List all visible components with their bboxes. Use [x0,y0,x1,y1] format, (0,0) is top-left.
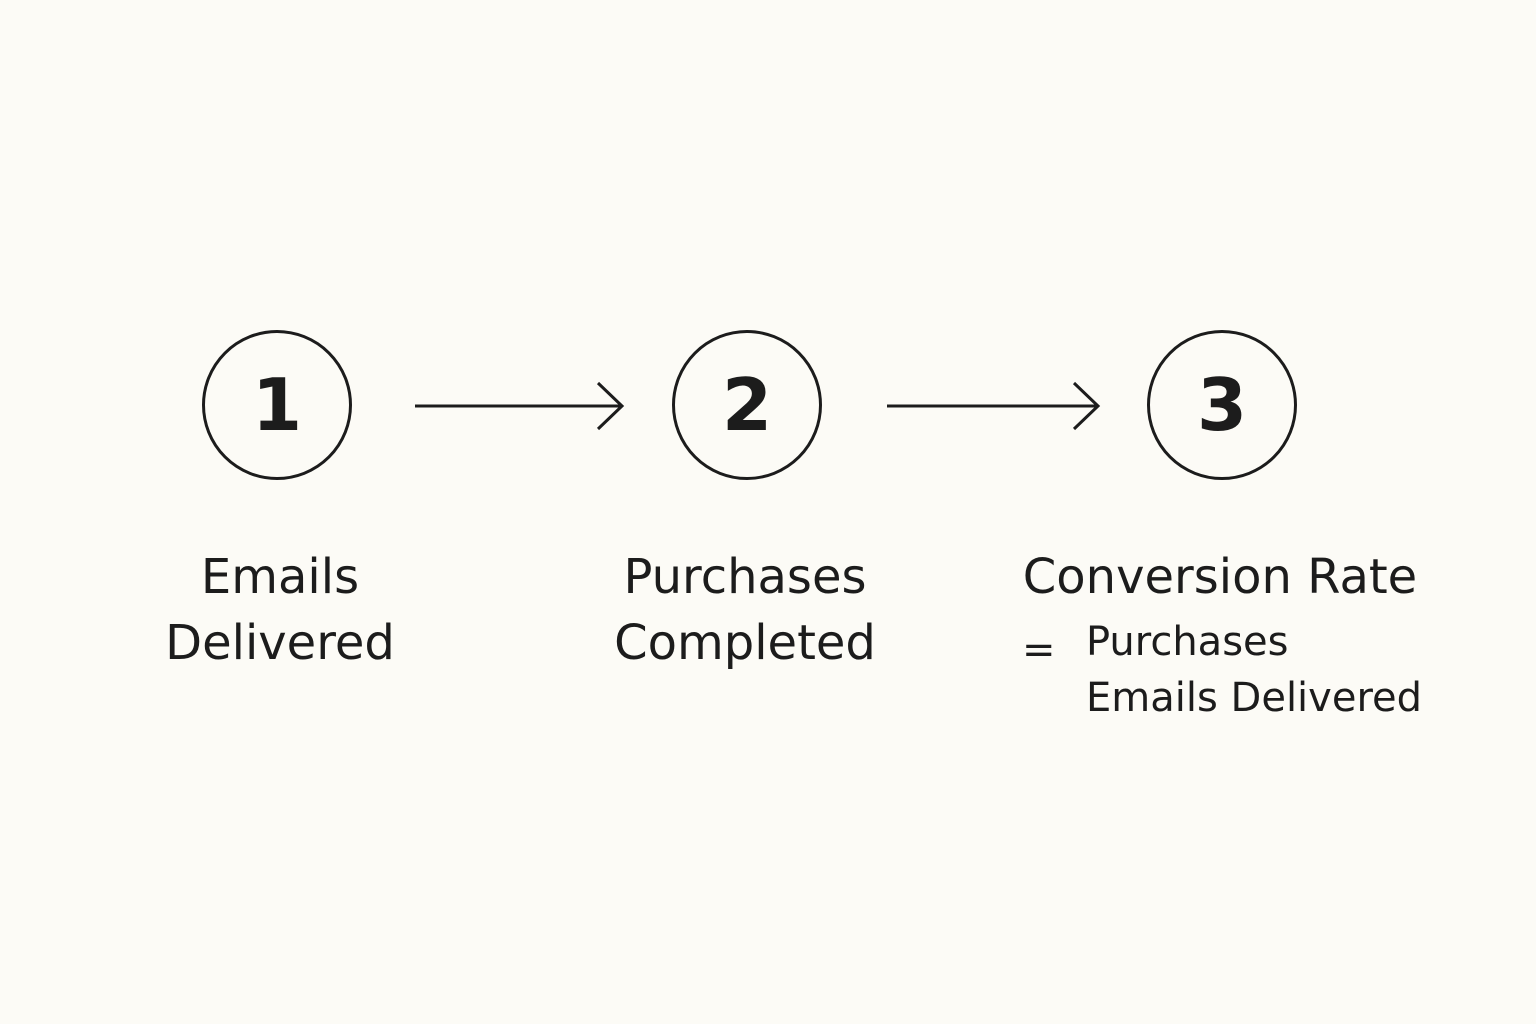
step-3-label-line1: Conversion Rate [1022,549,1418,605]
formula-equals-sign: = [1022,627,1056,673]
arrow-right-icon [887,381,1101,431]
formula-numerator: Purchases [1086,619,1289,665]
step-3-label: Conversion Rate [1000,544,1440,610]
step-2-circle: 2 [672,330,822,480]
step-1-circle: 1 [202,330,352,480]
step-2-label-line1: Purchases [623,549,867,605]
step-3-circle: 3 [1147,330,1297,480]
step-2-label-line2: Completed [614,615,876,671]
step-2-number: 2 [721,363,773,447]
step-1-label-line2: Delivered [165,615,395,671]
step-1-label-line1: Emails [200,549,360,605]
step-3-number: 3 [1196,363,1248,447]
step-1-label: Emails Delivered [140,544,420,676]
step-2-label: Purchases Completed [590,544,900,676]
formula-denominator: Emails Delivered [1086,675,1423,721]
formula-fraction: Purchases Emails Delivered [1086,614,1506,726]
step-1-number: 1 [251,363,303,447]
arrow-right-icon [415,381,625,431]
